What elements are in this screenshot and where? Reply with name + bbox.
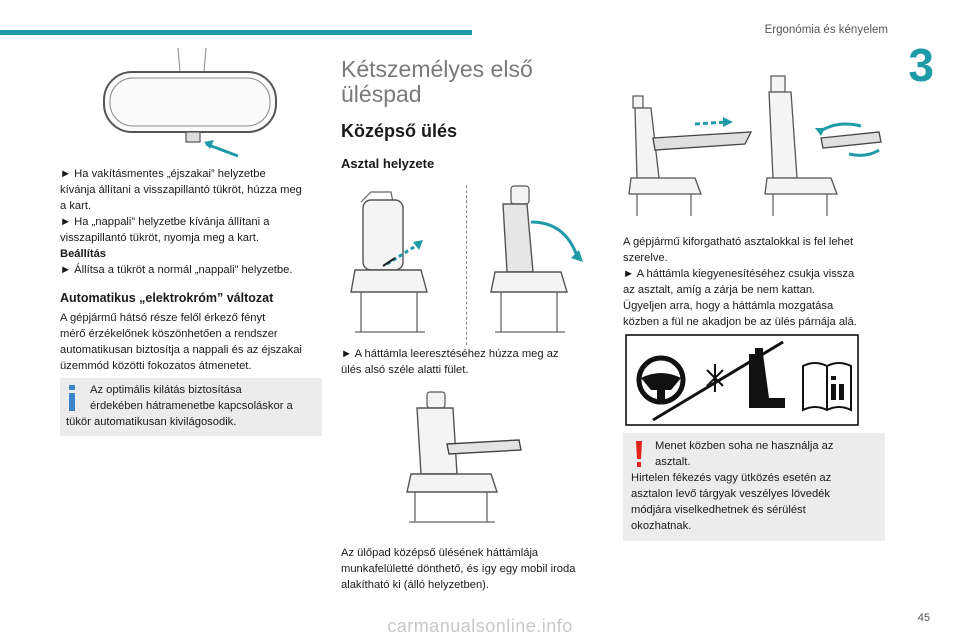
title-line: üléspad: [341, 81, 422, 107]
text-line: közben a fül ne akadjon be az ülés párná…: [623, 316, 857, 328]
steering-wheel-icon: [636, 355, 686, 405]
text-line: érdekében hátramenetbe kapcsoláskor a: [90, 400, 293, 412]
table-position-heading: Asztal helyzete: [341, 156, 435, 171]
text-line: asztalon levő tárgyak veszélyes lövedék: [631, 488, 830, 500]
text-line: asztalt.: [655, 456, 691, 468]
auto-heading: Automatikus „elektrokróm” változat: [60, 291, 274, 305]
swivel-table-open-illustration: [628, 95, 753, 216]
text-line: Hirtelen fékezés vagy ütközés esetén az: [631, 472, 832, 484]
text-line: A gépjármű hátsó része felől érkező fény…: [60, 312, 266, 324]
text-line: ► A háttámla kiegyenesítéséhez csukja vi…: [623, 268, 855, 280]
text-line: ülés alsó széle alatti fület.: [341, 364, 469, 376]
seat-backrest-fold-illustration: [490, 185, 583, 333]
text-line: kívánja állítani a visszapillantó tükröt…: [60, 184, 302, 196]
text-line: A gépjármű kiforgatható asztalokkal is f…: [623, 236, 854, 248]
text-line: a kart.: [60, 200, 92, 212]
text-line: ► A háttámla leeresztéséhez húzza meg az: [341, 348, 559, 360]
text-line: automatikusan biztosítja a nappali és az…: [60, 344, 302, 356]
header-accent-bar: [0, 30, 472, 35]
text-line: szerelve.: [623, 252, 668, 264]
text-line: ► Állítsa a tükröt a normál „nappali” he…: [60, 264, 293, 276]
text-line: tükör automatikusan kivilágosodik.: [66, 416, 237, 428]
chapter-number: 3: [908, 39, 934, 91]
info-icon: [69, 385, 75, 411]
text-line: Az ülőpad középső ülésének háttámlája: [341, 547, 539, 559]
title-line: Kétszemélyes első: [341, 56, 533, 82]
section-title: Ergonómia és kényelem: [764, 24, 888, 36]
info-box: Az optimális kilátás biztosítása érdekéb…: [60, 378, 322, 436]
text-line: Ügyeljen arra, hogy a háttámla mozgatása: [623, 300, 834, 312]
seat-desk-illustration: [406, 391, 522, 523]
page-number: 45: [917, 612, 930, 624]
seat-pull-tab-illustration: [350, 191, 428, 333]
warning-icon: [636, 441, 642, 467]
text-line: visszapillantó tükröt, nyomja meg a kart…: [60, 232, 259, 244]
pull-tab-instructions: ► A háttámla leeresztéséhez húzza meg az…: [341, 346, 603, 378]
text-line: mérő érzékelőnek köszönhetően a rendszer: [60, 328, 278, 340]
text-line: alakítható ki (álló helyzetben).: [341, 579, 490, 591]
watermark: carmanualsonline.info: [387, 616, 573, 636]
mirror-instructions: ► Ha vakításmentes „éjszakai” helyzetbe …: [60, 166, 322, 278]
text-line: okozhatnak.: [631, 520, 692, 532]
seat-icon: [749, 348, 785, 408]
manual-book-icon: [802, 362, 852, 412]
text-line: ► Ha vakításmentes „éjszakai” helyzetbe: [60, 168, 266, 180]
swivel-table-instructions: A gépjármű kiforgatható asztalokkal is f…: [623, 234, 887, 330]
warning-box: Menet közben soha ne használja az asztal…: [623, 433, 885, 541]
auto-description: A gépjármű hátsó része felől érkező fény…: [60, 310, 322, 374]
text-line: ► Ha „nappali” helyzetbe kívánja állítan…: [60, 216, 270, 228]
airbag-warning-pictogram: [625, 334, 859, 426]
text-line: Menet közben soha ne használja az: [655, 440, 834, 452]
text-line: üzemmód közötti fokozatos átmenetet.: [60, 360, 252, 372]
setting-label: Beállítás: [60, 248, 107, 260]
text-line: munkafelületté dönthető, és így egy mobi…: [341, 563, 576, 575]
divider: [466, 185, 467, 345]
center-seat-heading: Középső ülés: [341, 121, 458, 141]
text-line: az asztalt, amíg a zárja be nem kattan.: [623, 284, 816, 296]
desk-description: Az ülőpad középső ülésének háttámlája mu…: [341, 545, 603, 593]
text-line: módjára viselkedhetnek és sérülést: [631, 504, 806, 516]
section-heading: Kétszemélyes első üléspad: [341, 57, 533, 107]
rearview-mirror-illustration: [103, 47, 277, 158]
swivel-table-rotate-illustration: [764, 75, 882, 216]
text-line: Az optimális kilátás biztosítása: [90, 384, 242, 396]
